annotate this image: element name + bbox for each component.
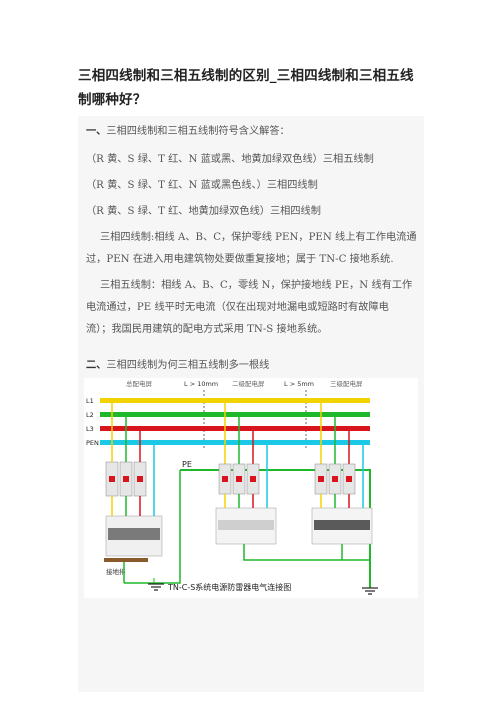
five-wire-line-2: 电流通过，PE 线平时无电流（仅在出现对地漏电或短路时有故障电 (86, 302, 389, 313)
section-1-text: 三相四线制和三相五线制符号含义解答： (106, 126, 290, 137)
bus-l3 (100, 426, 370, 431)
section-2-heading: 二、三相四线制为何三相五线制多一根线 (86, 356, 420, 376)
four-wire-line-2: 过，PEN 在进入用电建筑物处要做重复接地；属于 TN-C 接地系统. (86, 254, 394, 265)
diagram-caption: TN-C-S系统电源防雷器电气连接图 (167, 582, 291, 592)
section-2-number: 二、 (86, 360, 107, 371)
section-2-text: 三相四线制为何三相五线制多一根线 (106, 360, 270, 371)
title-line-2: 制哪种好？ (78, 92, 147, 108)
panel-label-second: 二级配电屏 (232, 379, 265, 388)
line-label-l2: L2 (86, 411, 94, 419)
surge-protector-wiring-diagram: 总配电屏 二级配电屏 三级配电屏 L > 10mm L > 5mm L1 L2 … (84, 378, 418, 598)
pe-label: PE (182, 460, 192, 469)
title-line-1: 三相四线制和三相五线制的区别_三相四线制和三相五线 (78, 68, 414, 84)
panel-label-third: 三级配电屏 (330, 379, 363, 388)
section-1-heading: 一、三相四线制和三相五线制符号含义解答： (86, 122, 420, 142)
ground-bar-label: 接地排 (106, 567, 126, 576)
ground-symbol-right (362, 587, 378, 595)
line-label-l3: L3 (86, 425, 94, 433)
second-panel-breakers (215, 403, 277, 545)
third-panel-breakers (311, 403, 373, 545)
distance-label-1: L > 10mm (184, 380, 218, 388)
bus-l2 (100, 412, 370, 417)
four-wire-color-line-2: （R 黄、S 绿、T 红、地黄加绿双色线）三相四线制 (86, 206, 321, 217)
five-wire-color-line: （R 黄、S 绿、T 红、N 蓝或黑、地黄加绿双色线）三相五线制 (86, 154, 374, 165)
bus-pen (100, 440, 370, 445)
four-wire-color-line-1: （R 黄、S 绿、T 红、N 蓝或黑色线、）三相四线制 (86, 180, 318, 191)
ground-symbol-left (148, 583, 164, 591)
five-wire-line-3: 流）；我国民用建筑的配电方式采用 TN-S 接地系统。 (86, 324, 328, 335)
line-label-pen: PEN (86, 439, 99, 447)
line-label-l1: L1 (86, 397, 94, 405)
section-1-number: 一、 (86, 126, 107, 137)
main-panel-breakers (104, 403, 163, 562)
five-wire-line-1: 三相五线制：相线 A、B、C，零线 N，保护接地线 PE，N 线有工作 (100, 280, 413, 291)
document-title: 三相四线制和三相五线制的区别_三相四线制和三相五线 制哪种好？ (78, 64, 428, 112)
four-wire-line-1: 三相四线制:相线 A、B、C，保护零线 PEN，PEN 线上有工作电流通 (100, 232, 417, 243)
four-wire-paragraph: 三相四线制:相线 A、B、C，保护零线 PEN，PEN 线上有工作电流通 过，P… (86, 228, 420, 270)
five-wire-paragraph: 三相五线制：相线 A、B、C，零线 N，保护接地线 PE，N 线有工作 电流通过… (86, 276, 420, 340)
distance-label-2: L > 5mm (284, 380, 314, 388)
panel-label-main: 总配电屏 (126, 379, 153, 388)
bus-l1 (100, 398, 370, 403)
